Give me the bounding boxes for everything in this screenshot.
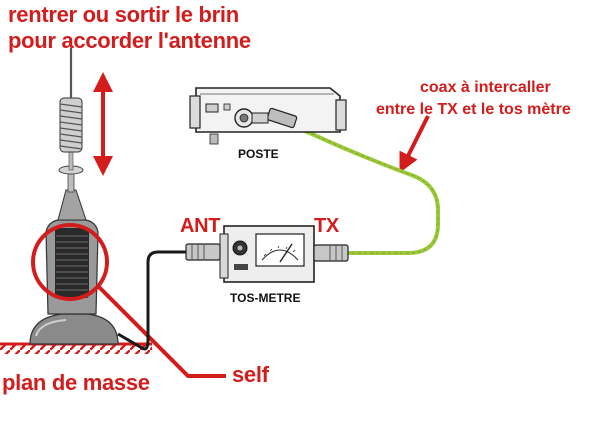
antenna-coax-cable <box>117 250 186 351</box>
self-leader-line <box>96 284 226 378</box>
tuning-instruction-line2: pour accorder l'antenne <box>8 28 251 53</box>
ground-plane-label: plan de masse <box>2 370 150 395</box>
tuning-instruction-line1: rentrer ou sortir le brin <box>8 2 239 27</box>
poste-device <box>189 87 347 145</box>
poste-pl-connector <box>266 107 298 129</box>
tos-tx-connector <box>313 244 349 262</box>
coax-note-line1: coax à intercaller <box>420 79 551 96</box>
poste-label: POSTE <box>238 147 279 161</box>
ant-label: ANT <box>180 215 221 237</box>
tos-ant-connector <box>185 243 221 261</box>
ground-plane <box>0 342 152 354</box>
tx-label: TX <box>314 215 339 237</box>
self-label: self <box>232 362 269 387</box>
antenna-base <box>29 313 119 345</box>
tos-metre-label: TOS-METRE <box>230 291 301 305</box>
self-coil <box>55 228 89 298</box>
antenna <box>29 48 119 345</box>
coax-pointer-arrow <box>399 115 430 173</box>
tos-metre-device <box>185 225 349 283</box>
coax-note-line2: entre le TX et le tos mètre <box>376 101 571 118</box>
self-highlight-circle <box>31 223 109 301</box>
